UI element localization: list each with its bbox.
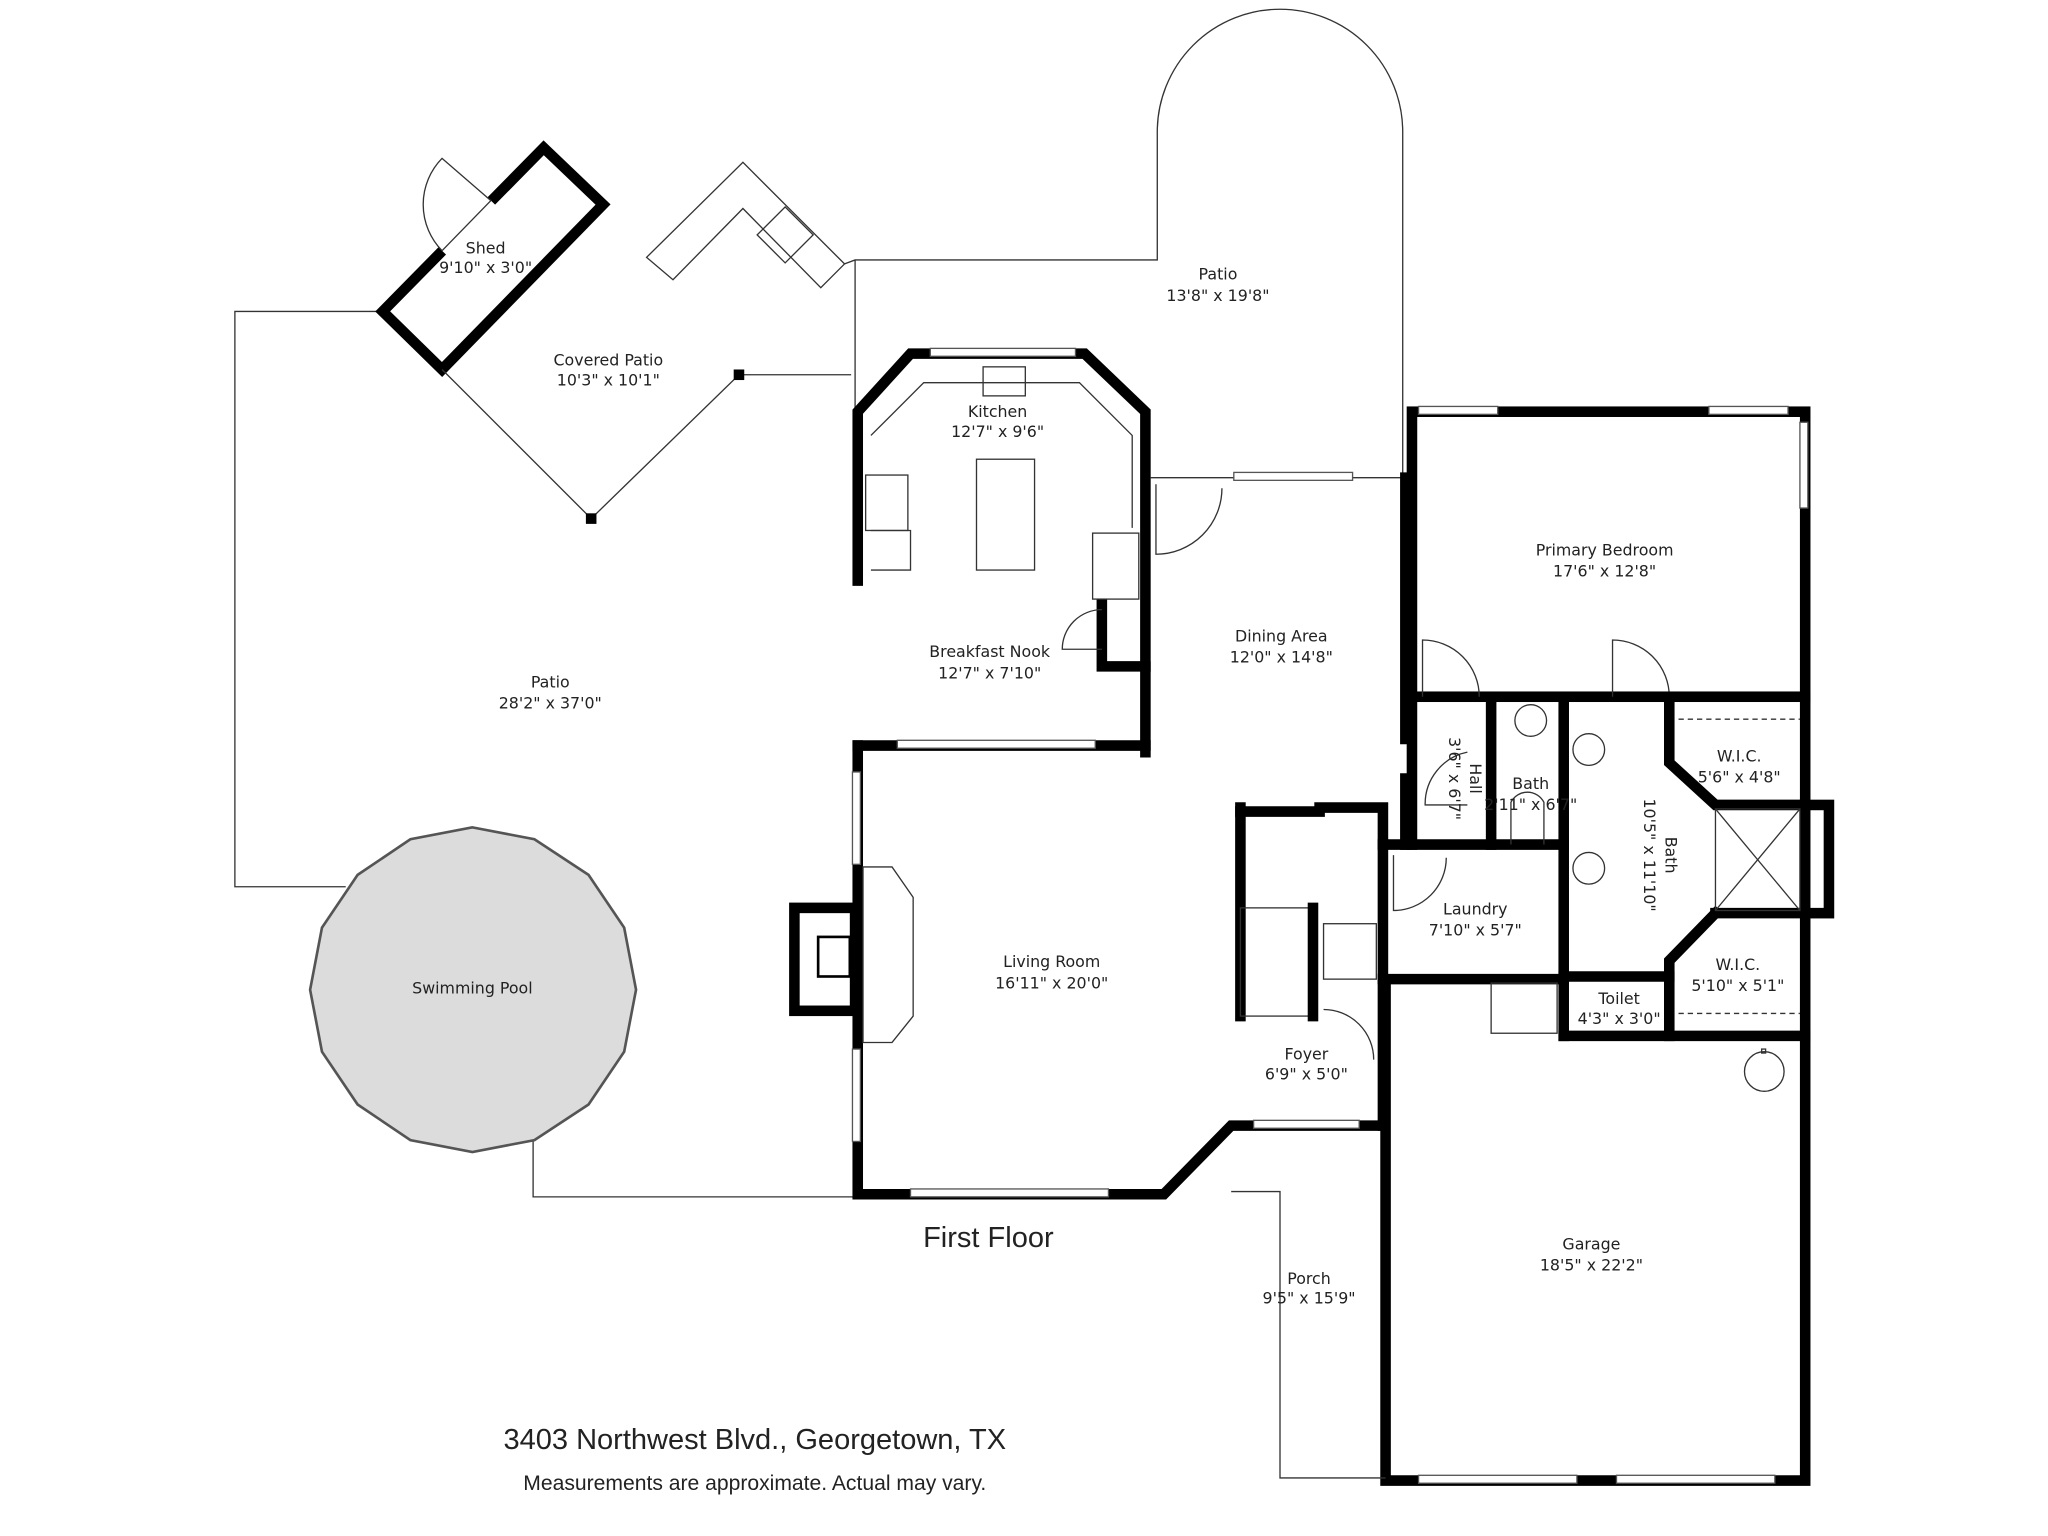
- room-dims: 13'8" x 19'8": [1166, 286, 1269, 305]
- room-dims: 12'0" x 14'8": [1230, 647, 1333, 666]
- room-name: Kitchen: [968, 402, 1028, 421]
- room-name: Living Room: [1003, 952, 1100, 971]
- room-name: Laundry: [1443, 899, 1508, 918]
- room-dims: 18'5" x 22'2": [1540, 1256, 1643, 1275]
- grill-icon: [756, 205, 815, 264]
- floor-title: First Floor: [923, 1222, 1054, 1254]
- room-name: Bath: [1512, 774, 1549, 793]
- shed: [375, 140, 611, 377]
- room-name: W.I.C.: [1717, 746, 1762, 765]
- room-name: Swimming Pool: [412, 979, 532, 998]
- outdoor-grill-counter: [645, 161, 846, 289]
- room-name: W.I.C.: [1716, 955, 1761, 974]
- patio-outline: [234, 8, 1404, 1198]
- room-name: Patio: [1199, 265, 1238, 284]
- covered-patio-outline: [441, 369, 852, 520]
- room-dims: 9'5" x 15'9": [1263, 1289, 1356, 1308]
- room-dims: 10'3" x 10'1": [557, 370, 660, 389]
- house-walls: [851, 471, 1569, 1200]
- disclaimer: Measurements are approximate. Actual may…: [523, 1472, 986, 1495]
- room-name: Toilet: [1597, 989, 1639, 1008]
- room-name: Covered Patio: [554, 351, 664, 370]
- room-dims: 6'9" x 5'0": [1265, 1064, 1348, 1083]
- room-name: Patio: [531, 673, 570, 692]
- room-dims: 10'5" x 11'10": [1640, 798, 1659, 911]
- room-dims: 5'6" x 4'8": [1698, 768, 1781, 787]
- room-name: Porch: [1287, 1269, 1331, 1288]
- room-name: Shed: [466, 238, 506, 257]
- room-dims: 12'7" x 7'10": [938, 663, 1041, 682]
- address: 3403 Northwest Blvd., Georgetown, TX: [503, 1424, 1006, 1456]
- room-dims: 16'11" x 20'0": [995, 973, 1108, 992]
- room-dims: 4'3" x 3'0": [1578, 1009, 1661, 1028]
- room-name: Hall: [1466, 763, 1485, 793]
- room-name: Garage: [1562, 1235, 1620, 1254]
- room-dims: 3'6" x 6'7": [1445, 737, 1464, 820]
- room-dims: 9'10" x 3'0": [439, 258, 532, 277]
- room-dims: 5'10" x 5'1": [1691, 976, 1784, 995]
- room-dims: 7'10" x 5'7": [1429, 921, 1522, 940]
- swimming-pool: [308, 826, 638, 1154]
- primary-bedroom: [1406, 405, 1811, 703]
- room-name: Foyer: [1284, 1045, 1328, 1064]
- room-name: Breakfast Nook: [929, 642, 1051, 661]
- laundry: [1377, 855, 1569, 1034]
- room-dims: 12'7" x 9'6": [951, 422, 1044, 441]
- room-name: Bath: [1661, 837, 1680, 874]
- room-dims: 2'11" x 6'7": [1484, 795, 1577, 814]
- porch-outline: [1231, 1190, 1386, 1479]
- kitchen: [852, 347, 1151, 672]
- fireplace: [789, 866, 914, 1044]
- room-dims: 17'6" x 12'8": [1553, 562, 1656, 581]
- room-name: Dining Area: [1235, 626, 1328, 645]
- bath-suite: [1406, 691, 1835, 1092]
- room-dims: 28'2" x 37'0": [499, 694, 602, 713]
- garage: [1380, 977, 1811, 1486]
- room-name: Primary Bedroom: [1536, 541, 1674, 560]
- water-heater-icon: [1743, 1051, 1785, 1092]
- room-labels: Shed 9'10" x 3'0" Covered Patio 10'3" x …: [412, 238, 1784, 1307]
